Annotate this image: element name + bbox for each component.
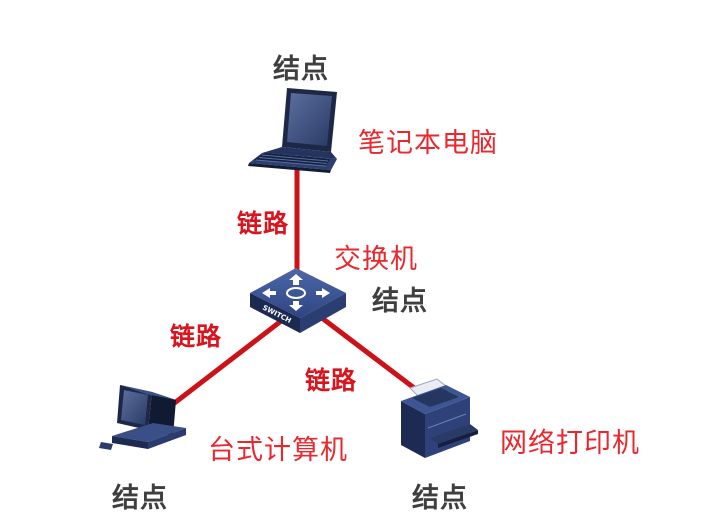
link-line-switch-printer <box>316 313 432 402</box>
link-label-switch-printer: 链路 <box>305 366 358 395</box>
link-label-laptop-switch: 链路 <box>237 209 290 238</box>
link-line-switch-desktop <box>166 316 287 410</box>
desktop-node-label: 结点 <box>112 483 168 514</box>
switch-node-label: 结点 <box>372 286 428 317</box>
printer-icon <box>401 378 478 458</box>
link-label-switch-desktop: 链路 <box>170 322 223 351</box>
laptop-name-label: 笔记本电脑 <box>358 128 498 159</box>
switch-name-label: 交换机 <box>334 244 418 275</box>
switch-icon: SWITCH <box>250 268 346 333</box>
printer-name-label: 网络打印机 <box>500 428 640 459</box>
laptop-icon <box>248 88 337 173</box>
desktop-computer-icon <box>99 385 186 450</box>
printer-node-label: 结点 <box>412 483 468 514</box>
laptop-node-label: 结点 <box>273 54 329 85</box>
desktop-name-label: 台式计算机 <box>208 435 348 466</box>
